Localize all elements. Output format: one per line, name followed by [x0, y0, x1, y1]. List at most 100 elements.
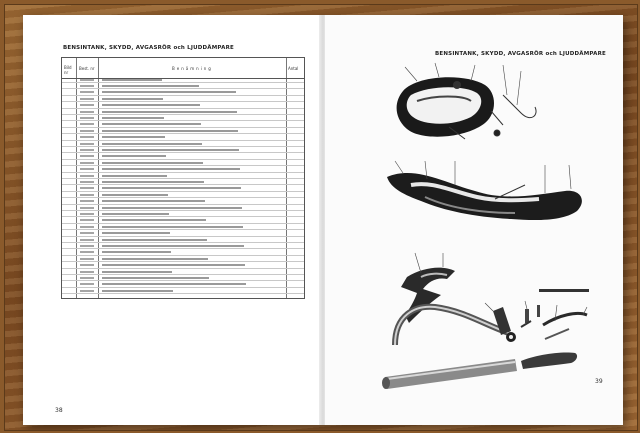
table-header-divider: [62, 78, 304, 79]
illegible-text-line: [102, 148, 239, 151]
illegible-text-line: [102, 155, 166, 158]
exhaust-pipe-illustration: [392, 303, 510, 346]
table-row-rule: [62, 235, 304, 237]
illegible-text-line: [102, 78, 162, 81]
table-row-rule: [62, 254, 304, 256]
illegible-code-mark: [80, 78, 94, 81]
illegible-code-mark: [80, 225, 94, 228]
table-row-rule: [62, 280, 304, 282]
column-header-image-no: Bild nr: [64, 65, 72, 75]
exploded-parts-diagram: [382, 62, 589, 389]
illegible-text-line: [102, 276, 209, 279]
illegible-code-mark: [80, 264, 94, 267]
illegible-code-mark: [80, 251, 94, 254]
table-row-rule: [62, 107, 304, 109]
illegible-text-line: [102, 97, 163, 100]
table-row-rule: [62, 171, 304, 173]
callout-leader-lines: [394, 62, 588, 322]
illegible-code-mark: [80, 257, 94, 260]
illegible-code-mark: [80, 168, 94, 171]
table-row-rule: [62, 82, 304, 83]
table-row-rule: [62, 197, 304, 199]
illegible-text-line: [102, 289, 173, 292]
illegible-code-mark: [80, 193, 94, 196]
left-page-number: 38: [55, 407, 63, 414]
parts-list-table: Bild nr Best. nr Benämning Antal: [61, 57, 305, 299]
table-row-rule: [62, 94, 304, 96]
illegible-text-line: [102, 168, 240, 171]
column-header-quantity: Antal: [288, 66, 299, 71]
small-hardware-illustrations: [493, 289, 589, 342]
table-row-rule: [62, 229, 304, 231]
illegible-text-line: [102, 123, 201, 126]
table-row-rule: [62, 120, 304, 122]
table-row-rule: [62, 101, 304, 103]
table-row-rule: [62, 261, 304, 263]
illegible-text-line: [102, 206, 242, 209]
illegible-code-mark: [80, 123, 94, 126]
illegible-text-line: [102, 244, 244, 247]
illegible-text-line: [102, 232, 170, 235]
table-row-rule: [62, 165, 304, 167]
fuel-tank-illustration: [396, 77, 494, 137]
illegible-text-line: [102, 174, 167, 177]
illegible-text-line: [102, 251, 171, 254]
illegible-code-mark: [80, 289, 94, 292]
illegible-text-line: [102, 116, 164, 119]
table-row-rule: [62, 293, 304, 295]
table-row-rule: [62, 248, 304, 250]
table-row-rule: [62, 203, 304, 205]
table-row-rule: [62, 184, 304, 186]
illegible-code-mark: [80, 219, 94, 222]
illegible-code-mark: [80, 283, 94, 286]
illegible-code-mark: [80, 200, 94, 203]
illegible-code-mark: [80, 161, 94, 164]
tank-fittings: [448, 94, 537, 140]
table-row-rule: [62, 158, 304, 160]
illegible-text-line: [102, 238, 207, 241]
illegible-code-mark: [80, 174, 94, 177]
illegible-code-mark: [80, 180, 94, 183]
open-parts-catalog: BENSINTANK, SKYDD, AVGASRÖR och LJUDDÄMP…: [23, 15, 623, 425]
illegible-code-mark: [80, 276, 94, 279]
table-row-rule: [62, 133, 304, 135]
illegible-text-line: [102, 110, 237, 113]
illegible-code-mark: [80, 232, 94, 235]
table-row-rule: [62, 267, 304, 269]
table-row-rule: [62, 286, 304, 288]
table-row-rule: [62, 190, 304, 192]
right-page-heading: BENSINTANK, SKYDD, AVGASRÖR och LJUDDÄMP…: [435, 51, 607, 57]
illegible-code-mark: [80, 129, 94, 132]
illegible-code-mark: [80, 244, 94, 247]
column-header-order-no: Best. nr: [79, 66, 95, 71]
table-row-rule: [62, 146, 304, 147]
illegible-text-line: [102, 84, 199, 87]
illegible-text-line: [102, 104, 200, 107]
illegible-text-line: [102, 161, 203, 164]
table-row-rule: [62, 274, 304, 275]
illegible-code-mark: [80, 142, 94, 145]
left-page: BENSINTANK, SKYDD, AVGASRÖR och LJUDDÄMP…: [23, 15, 321, 425]
illegible-text-line: [102, 283, 246, 286]
column-header-description: Benämning: [172, 66, 213, 71]
illegible-text-line: [102, 91, 236, 94]
table-row-rule: [62, 178, 304, 179]
illegible-text-line: [102, 136, 165, 139]
table-row-rule: [62, 88, 304, 90]
illegible-text-line: [102, 270, 172, 273]
right-page-number: 39: [595, 378, 603, 385]
illegible-code-mark: [80, 116, 94, 119]
illegible-text-line: [102, 193, 168, 196]
table-row-rule: [62, 114, 304, 115]
illegible-text-line: [102, 257, 208, 260]
silencer-illustration: [382, 352, 578, 389]
illegible-code-mark: [80, 136, 94, 139]
table-row-rule: [62, 216, 304, 218]
table-row-rule: [62, 139, 304, 141]
illegible-text-line: [102, 187, 241, 190]
illegible-code-mark: [80, 187, 94, 190]
table-row-rule: [62, 152, 304, 154]
photo-frame: BENSINTANK, SKYDD, AVGASRÖR och LJUDDÄMP…: [4, 4, 638, 431]
illegible-code-mark: [80, 212, 94, 215]
